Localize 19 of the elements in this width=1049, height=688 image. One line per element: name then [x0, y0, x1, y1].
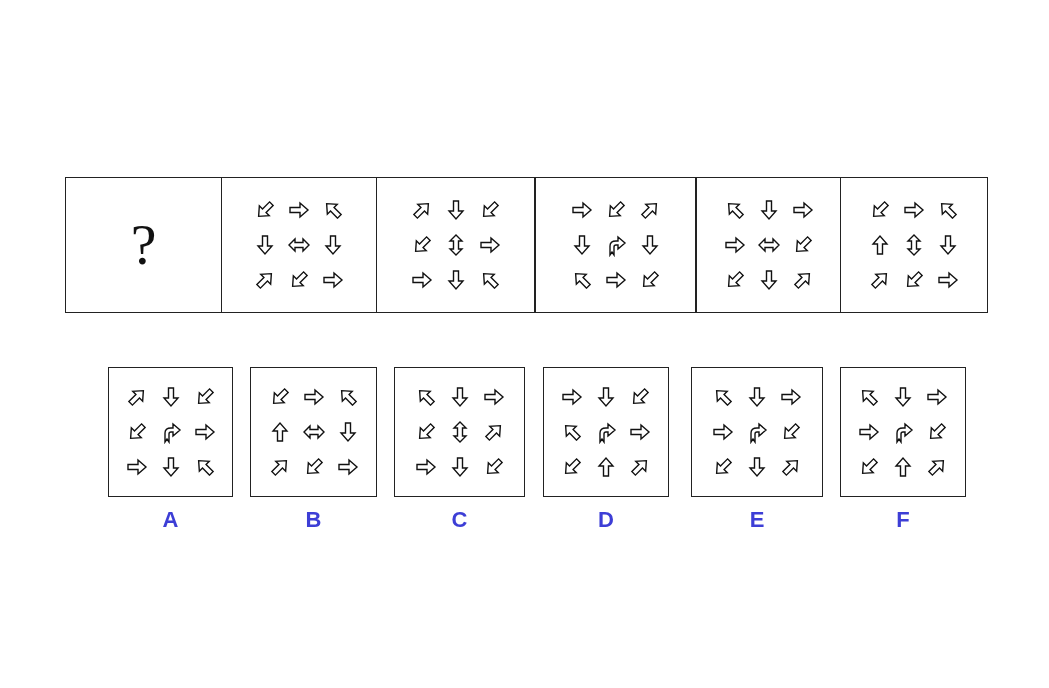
option-letter: F: [895, 507, 911, 533]
option-box: [543, 367, 669, 497]
puzzle-cell: [376, 177, 535, 313]
option-box: [108, 367, 233, 497]
option-box: [394, 367, 525, 497]
puzzle-cell: [696, 177, 841, 313]
option-box: [691, 367, 823, 497]
puzzle-cell: [535, 177, 696, 313]
puzzle-cell: [840, 177, 988, 313]
option-box: [840, 367, 966, 497]
option-letter: C: [450, 507, 469, 533]
option-box: [250, 367, 377, 497]
question-mark: ?: [130, 216, 157, 274]
puzzle-cell: [221, 177, 377, 313]
option-letter: B: [304, 507, 323, 533]
puzzle-cell: [65, 177, 222, 313]
option-letter: E: [748, 507, 766, 533]
option-letter: D: [597, 507, 615, 533]
option-letter: A: [161, 507, 180, 533]
